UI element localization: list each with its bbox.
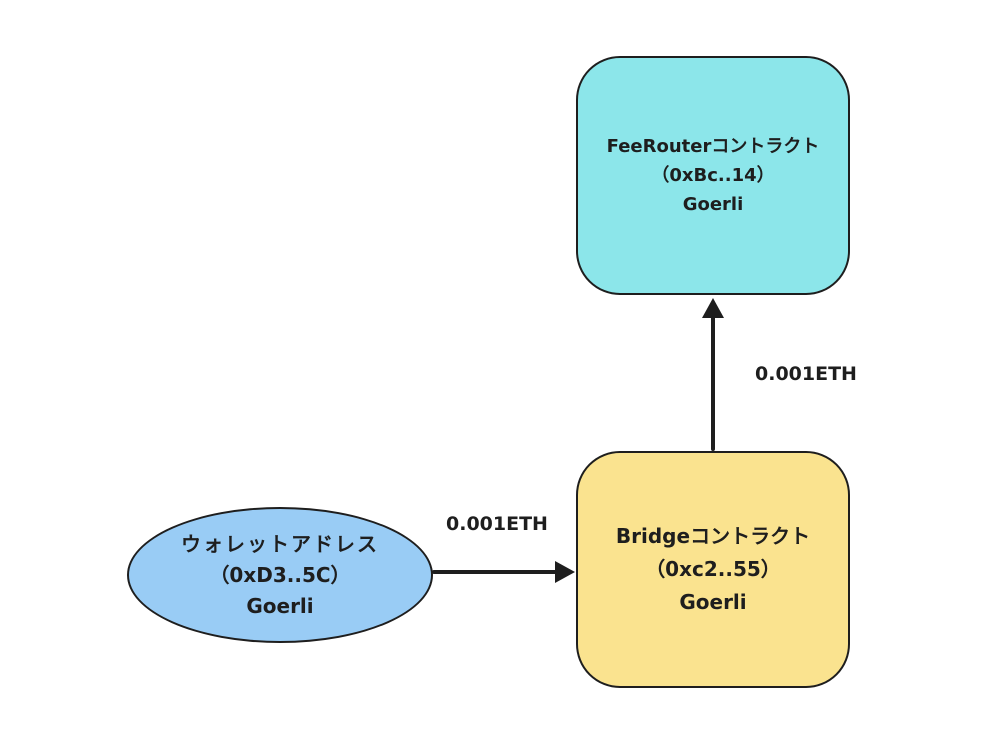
arrow-wallet-to-bridge [432,561,575,583]
bridge-address: （0xc2..55） [645,557,781,581]
bridge-name: Bridgeコントラクト [615,524,811,548]
wallet-address-node: ウォレットアドレス （0xD3..5C） Goerli [127,507,433,643]
fee-router-contract-node: FeeRouterコントラクト （0xBc..14） Goerli [576,56,850,295]
edge-label-wallet-to-bridge: 0.001ETH [446,513,548,535]
arrow-bridge-to-fee-router [702,298,724,451]
bridge-contract-node: Bridgeコントラクト （0xc2..55） Goerli [576,451,850,688]
fee-router-network: Goerli [682,194,744,215]
wallet-address: （0xD3..5C） [209,562,351,587]
fee-router-name: FeeRouterコントラクト [606,136,820,157]
wallet-network: Goerli [246,593,314,618]
wallet-name: ウォレットアドレス [181,531,379,556]
edge-label-bridge-to-fee-router: 0.001ETH [755,363,857,385]
bridge-network: Goerli [679,590,747,614]
fee-router-address: （0xBc..14） [651,165,775,186]
